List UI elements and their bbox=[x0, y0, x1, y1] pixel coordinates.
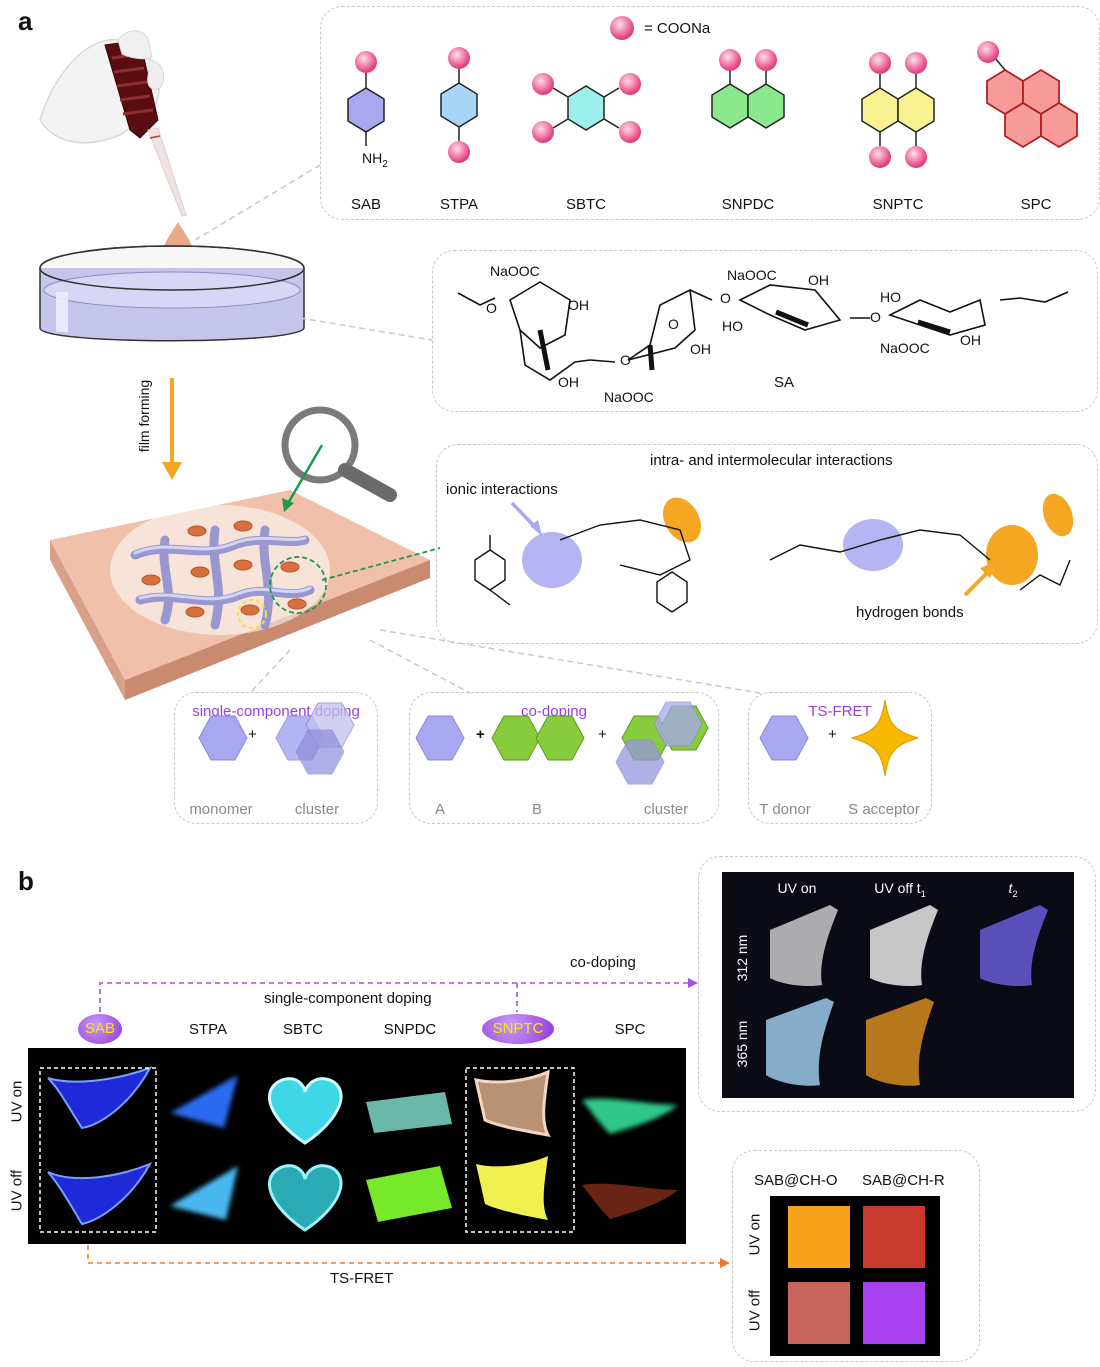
monomer-label-snpdc: SNPDC bbox=[721, 196, 775, 213]
swatch-r-uv-on bbox=[863, 1206, 925, 1268]
sample-label-spc: SPC bbox=[614, 1021, 646, 1038]
sa-group-6: O bbox=[668, 316, 679, 332]
uv-inset-photo bbox=[722, 872, 1074, 1098]
co-doping-title: co-doping bbox=[521, 703, 587, 720]
sample-photo-panel bbox=[28, 1048, 686, 1244]
snptc-pill: SNPTC bbox=[482, 1014, 554, 1044]
nh2-label: NH2 bbox=[362, 150, 388, 170]
swatch-o-uv-off bbox=[788, 1282, 850, 1344]
ts-fret-box bbox=[748, 692, 932, 824]
sa-group-3: OH bbox=[558, 374, 579, 390]
inset2-row-uv-off: UV off bbox=[746, 1289, 764, 1332]
single-component-label: single-component doping bbox=[264, 990, 432, 1007]
inset2-row-uv-on: UV on bbox=[746, 1213, 764, 1256]
b-label: B bbox=[531, 801, 542, 818]
cluster-label-2: cluster bbox=[643, 801, 689, 818]
sab-pill: SAB bbox=[78, 1014, 122, 1044]
inset1-col-uv-off-text: UV off t bbox=[874, 880, 921, 896]
sa-group-7: NaOOC bbox=[727, 267, 777, 283]
monomer-label-sbtc: SBTC bbox=[565, 196, 606, 213]
monomer-label: monomer bbox=[189, 801, 253, 818]
legend-coona: = COONa bbox=[644, 20, 711, 37]
monomer-label-spc: SPC bbox=[1020, 196, 1052, 213]
sample-label-sbtc: SBTC bbox=[282, 1021, 323, 1038]
monomer-label-snptc: SNPTC bbox=[872, 196, 924, 213]
row-label-uv-off: UV off bbox=[8, 1169, 26, 1212]
sa-group-14: O bbox=[720, 290, 731, 306]
interactions-title: intra- and intermolecular interactions bbox=[650, 452, 893, 469]
plus-4: + bbox=[828, 726, 837, 743]
interactions-box bbox=[436, 444, 1098, 644]
monomer-label-sab: SAB bbox=[350, 196, 381, 213]
inset1-col-t2: t2 bbox=[998, 880, 1028, 899]
inset2-col-o: SAB@CH-O bbox=[754, 1172, 838, 1189]
sa-group-10: HO bbox=[880, 289, 901, 305]
inset1-col-uv-off-sub: 1 bbox=[920, 888, 926, 899]
cluster-label-1: cluster bbox=[294, 801, 340, 818]
fret-inset-box bbox=[732, 1150, 980, 1362]
plus-3: + bbox=[598, 726, 607, 743]
sa-group-15: O bbox=[870, 309, 881, 325]
uv-inset-box bbox=[698, 856, 1096, 1112]
ts-fret-title: TS-FRET bbox=[808, 703, 872, 720]
row-label-uv-on: UV on bbox=[8, 1080, 26, 1123]
swatch-r-uv-off bbox=[863, 1282, 925, 1344]
sample-label-stpa: STPA bbox=[188, 1021, 228, 1038]
panel-b-letter: b bbox=[18, 866, 34, 896]
film-forming-label: film forming bbox=[136, 379, 153, 453]
sa-group-9: HO bbox=[722, 318, 743, 334]
monomer-label-stpa: STPA bbox=[439, 196, 479, 213]
sa-group-4: NaOOC bbox=[604, 389, 654, 405]
panel-a-letter: a bbox=[18, 6, 33, 36]
inset1-col-uv-on: UV on bbox=[777, 880, 817, 896]
hydrogen-bonds-label: hydrogen bonds bbox=[856, 604, 964, 621]
sample-label-snpdc: SNPDC bbox=[383, 1021, 437, 1038]
co-doping-label: co-doping bbox=[570, 954, 636, 971]
ionic-interactions-label: ionic interactions bbox=[446, 481, 558, 498]
swatch-o-uv-on bbox=[788, 1206, 850, 1268]
co-doping-box bbox=[409, 692, 719, 824]
sa-box bbox=[432, 250, 1098, 412]
inset1-col-t2-text: t bbox=[1008, 880, 1013, 896]
sa-group-16: O bbox=[620, 352, 631, 368]
sa-group-2: OH bbox=[568, 297, 589, 313]
sa-group-5: OH bbox=[690, 341, 711, 357]
sa-label: SA bbox=[774, 374, 795, 391]
nh2-text: NH bbox=[362, 150, 383, 166]
single-component-title: single-component doping bbox=[192, 703, 360, 720]
plus-1: + bbox=[248, 726, 257, 743]
t-donor-label: T donor bbox=[759, 801, 811, 818]
sa-group-8: OH bbox=[808, 272, 829, 288]
sa-group-1: NaOOC bbox=[490, 263, 540, 279]
sa-group-11: NaOOC bbox=[880, 340, 930, 356]
nh2-subscript: 2 bbox=[382, 158, 388, 170]
inset1-row-312: 312 nm bbox=[734, 934, 750, 982]
inset2-col-r: SAB@CH-R bbox=[862, 1172, 945, 1189]
ts-fret-label: TS-FRET bbox=[330, 1270, 394, 1287]
plus-2: + bbox=[476, 726, 485, 743]
a-label: A bbox=[434, 801, 445, 818]
inset1-col-t2-sub: 2 bbox=[1012, 888, 1018, 899]
sa-group-13: O bbox=[486, 300, 497, 316]
inset1-col-uv-off: UV off t1 bbox=[860, 880, 940, 899]
s-acceptor-label: S acceptor bbox=[848, 801, 920, 818]
inset1-row-365: 365 nm bbox=[734, 1020, 750, 1068]
monomer-box bbox=[320, 6, 1100, 220]
single-component-box bbox=[174, 692, 378, 824]
sa-group-12: OH bbox=[960, 332, 981, 348]
